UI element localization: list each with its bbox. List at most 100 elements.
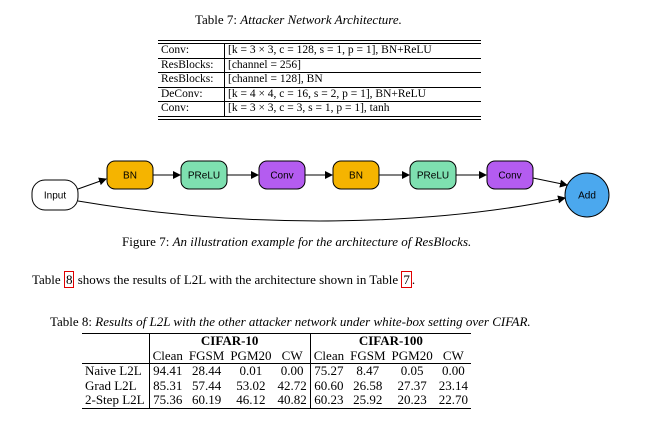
node-bn2: BN [332,160,380,190]
figure7-caption: Figure 7: An illustration example for th… [122,234,471,250]
table8-caption: Table 8: Results of L2L with the other a… [50,314,531,330]
table7-params-cell: [channel = 128], BN [228,73,323,85]
table8-value-cell: 75.27 [310,363,348,379]
table7-top-rule [158,40,481,41]
node-label: PReLU [188,171,220,182]
table8-value-cell: 0.00 [274,363,311,379]
table7-layer-cell: Conv: [158,102,225,116]
table8-value-cell: 8.47 [347,363,389,379]
table7-caption: Table 7: Attacker Network Architecture. [195,12,402,28]
node-prelu1: PReLU [180,160,228,190]
table7-link[interactable]: 7 [401,271,412,288]
col-header: PGM20 [391,347,433,363]
table7-body: Conv: [k = 3 × 3, c = 128, s = 1, p = 1],… [158,44,481,116]
table7-params-cell: [k = 4 × 4, c = 16, s = 2, p = 1], BN+Re… [228,87,426,100]
node-input: Input [31,179,79,211]
col-header: Clean [152,347,183,363]
table7-layer-cell: ResBlocks: [158,73,225,87]
node-conv2: Conv [486,160,534,190]
table7-layer-cell: DeConv: [158,87,225,101]
table7-params-cell: [k = 3 × 3, c = 3, s = 1, p = 1], tanh [228,102,390,114]
add-arrow [532,177,568,188]
table8-value-cell: 94.41 [149,363,186,379]
table7-params-cell: [k = 3 × 3, c = 128, s = 1, p = 1], BN+R… [228,44,432,56]
table8-value-cell: 60.60 [314,377,344,393]
table8-value-cell: 23.14 [438,377,468,393]
body-paragraph: Table 8 shows the results of L2L with th… [32,271,416,288]
table7-bottom-rule [158,115,481,117]
table7-row: DeConv:[k = 4 × 4, c = 16, s = 2, p = 1]… [158,87,481,102]
table8-value-cell: 28.44 [185,363,228,379]
table8-value-cell: 42.72 [274,378,311,393]
table8-value-cell: 75.36 [149,392,186,409]
table7-row: ResBlocks:[channel = 128], BN [158,73,481,88]
group-cifar10: CIFAR-10 [149,333,311,349]
table8-method-cell: Naive L2L [82,363,150,379]
col-header: Clean [313,347,345,363]
paragraph-text-3: . [411,272,416,287]
col-header: CW [274,348,311,364]
table8-title: Results of L2L with the other attacker n… [95,314,531,329]
skip-connection-arrow [77,195,566,222]
table8-label: Table 8: [50,314,93,329]
table8-value-cell: 20.23 [388,392,436,409]
table8-value-cell: 60.23 [310,392,348,409]
node-conv1: Conv [258,160,306,190]
table8-value-cell: 0.01 [227,363,275,379]
node-label: BN [123,171,137,182]
col-header: FGSM [188,347,225,363]
table8-value-cell: 0.00 [435,363,471,379]
col-header: CW [442,347,464,363]
table7-bottom-rule-2 [158,118,481,120]
table8-value-cell: 85.31 [153,377,183,393]
table8-group-row: CIFAR-10 CIFAR-100 [82,333,471,349]
node-label: Conv [270,171,293,182]
figure7-text: An illustration example for the architec… [172,234,472,249]
input-arrow [77,177,107,190]
group-cifar100: CIFAR-100 [310,333,471,349]
table8-method-cell: 2-Step L2L [82,392,150,409]
table7-row: Conv:[k = 3 × 3, c = 3, s = 1, p = 1], t… [158,102,481,116]
table8: CIFAR-10 CIFAR-100 Clean FGSM PGM20 CW C… [82,333,471,409]
table7-row: Conv:[k = 3 × 3, c = 128, s = 1, p = 1],… [158,44,481,59]
paragraph-text-1: Table [32,272,64,287]
table8-value-cell: 53.02 [236,377,266,393]
col-header: PGM20 [230,347,272,363]
table8-header-row: Clean FGSM PGM20 CW Clean FGSM PGM20 CW [82,347,471,364]
table7-params-cell: [channel = 256] [228,58,301,71]
node-label: Input [44,191,66,202]
table7-title: Attacker Network Architecture. [240,12,402,27]
table8-value-cell: 26.58 [353,377,383,393]
node-add: Add [564,172,610,218]
table7-label: Table 7: [195,12,238,27]
table8-method-cell: Grad L2L [82,378,150,393]
paragraph-text-2: shows the results of L2L with the archit… [74,272,402,287]
table8-value-cell: 46.12 [227,392,275,409]
table8-value-cell: 40.82 [274,392,311,409]
table8-link[interactable]: 8 [63,271,75,288]
node-label: Conv [498,171,521,182]
table8-value-cell: 22.70 [435,392,471,409]
table8-value-cell: 0.05 [388,363,436,379]
table8-value-cell: 25.92 [347,392,389,409]
table8-value-cell: 60.19 [185,392,228,409]
node-bn1: BN [106,160,154,190]
node-label: PReLU [417,171,449,182]
node-label: BN [349,171,363,182]
node-label: Add [578,191,596,202]
table8-value-cell: 57.44 [191,377,222,393]
table7-top-rule-2 [158,43,481,44]
table7-row: ResBlocks:[channel = 256] [158,58,481,73]
table7-layer-cell: ResBlocks: [158,58,225,72]
table8-corner [82,333,150,349]
table7: Conv: [k = 3 × 3, c = 128, s = 1, p = 1],… [158,40,481,120]
table8-value-cell: 27.37 [397,377,427,393]
node-prelu2: PReLU [409,160,457,190]
figure7-label: Figure 7: [122,234,170,249]
